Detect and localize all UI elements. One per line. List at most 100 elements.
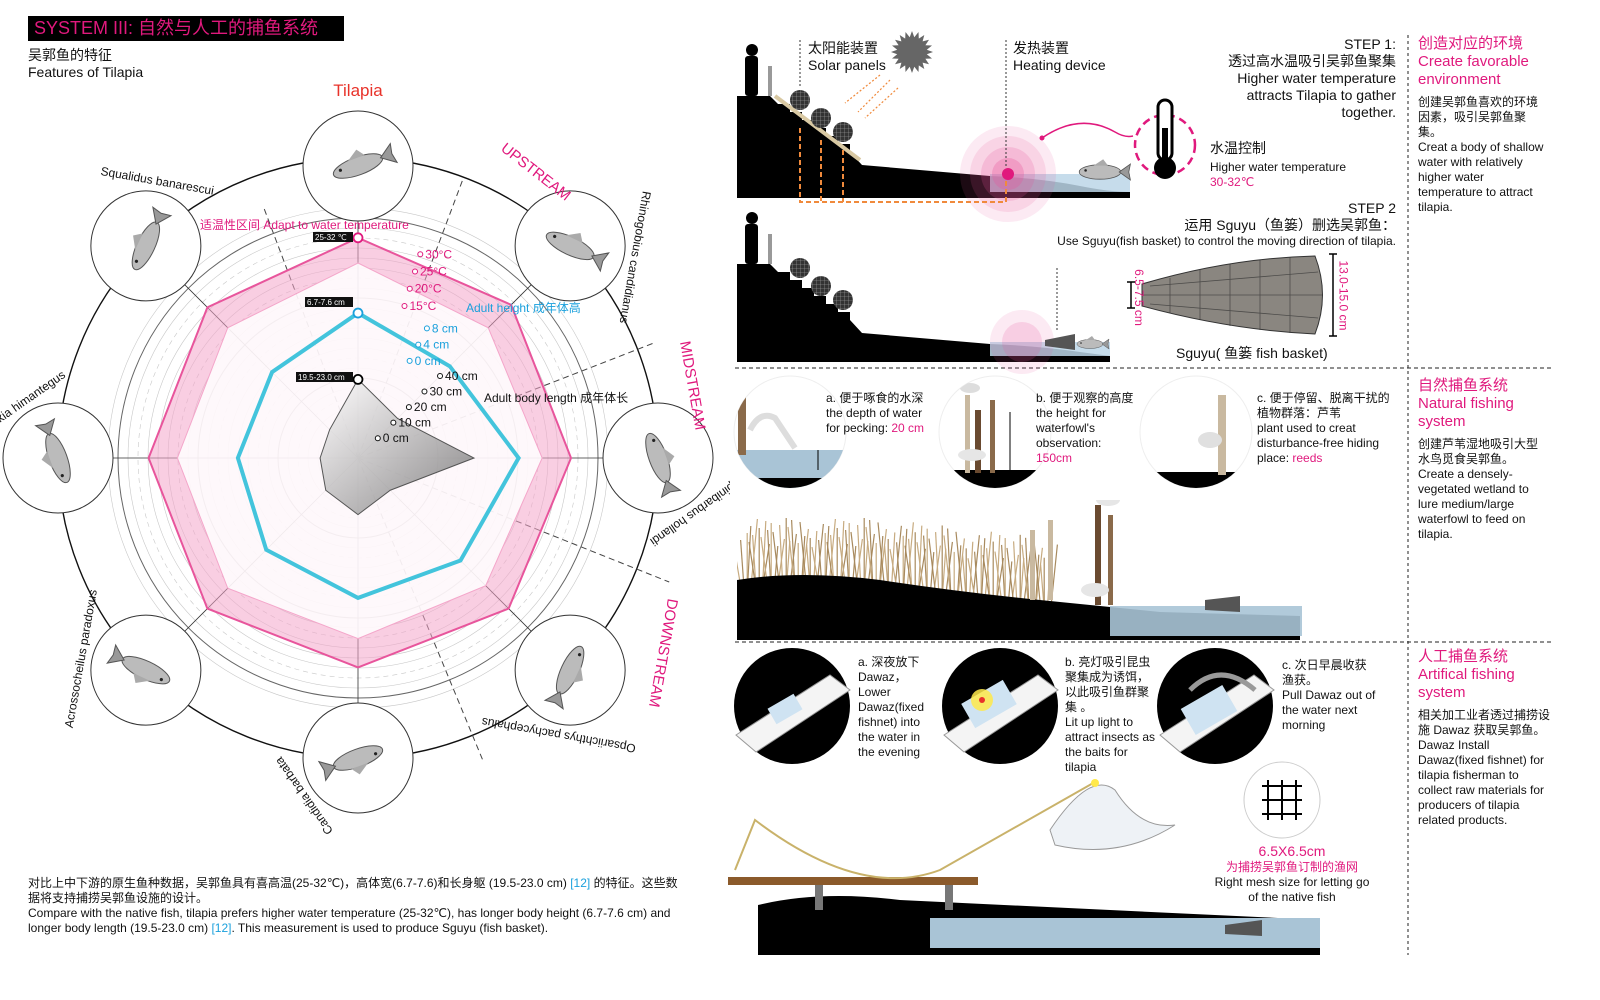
section-title-cn: 人工捕鱼系统 bbox=[1418, 648, 1509, 665]
length-axis-title: Adult body length 成年体长 bbox=[484, 391, 628, 405]
page-title: SYSTEM III: 自然与人工的捕鱼系统 bbox=[28, 16, 344, 41]
reed bbox=[879, 528, 887, 583]
temp-tick-marker bbox=[406, 285, 413, 292]
length-tick: 40 cm bbox=[445, 369, 478, 383]
solar-panel-icons bbox=[790, 90, 853, 142]
artificial-a-cn2: Dawaz， bbox=[858, 670, 907, 684]
temp-control-en: Higher water temperature bbox=[1210, 160, 1347, 174]
reed bbox=[908, 538, 913, 586]
step2-title: STEP 2 bbox=[1348, 200, 1396, 216]
natural-c-cn1: c. 便于停留、脱离干扰的 bbox=[1257, 391, 1390, 405]
natural-b-en1: the height for bbox=[1036, 406, 1107, 420]
dawaz-step-circles bbox=[734, 648, 1275, 764]
solar-label-en: Solar panels bbox=[808, 57, 886, 73]
temp-tick: 15°C bbox=[409, 299, 436, 313]
reed bbox=[865, 526, 873, 583]
artificial-a-en: Lower Dawaz(fixed fishnet) into the wate… bbox=[858, 685, 925, 759]
artificial-a-cn1: a. 深夜放下 bbox=[858, 655, 920, 669]
subtitle-cn: 吴郭鱼的特征 bbox=[28, 47, 112, 63]
step1-title: STEP 1: bbox=[1344, 36, 1396, 52]
summary-en-1: Compare with the native fish, tilapia pr… bbox=[28, 906, 671, 935]
summary-paragraph: 对比上中下游的原生鱼种数据，吴郭鱼具有喜高温(25-32℃)，高体宽(6.7-7… bbox=[28, 876, 678, 936]
natural-b-text: b. 便于观察的高度 the height for waterfowl's ob… bbox=[1036, 391, 1133, 466]
heat-waves-icon bbox=[960, 126, 1056, 222]
length-area bbox=[319, 378, 476, 516]
dawaz-step-b bbox=[942, 648, 1059, 764]
reed bbox=[962, 555, 967, 593]
reed bbox=[752, 534, 757, 583]
reed bbox=[838, 536, 846, 583]
reed bbox=[762, 520, 767, 583]
reed bbox=[750, 518, 758, 583]
heating-label: 发热装置 Heating device bbox=[1013, 40, 1106, 74]
egret-icon bbox=[1096, 500, 1120, 506]
reed bbox=[1025, 537, 1030, 600]
section-title-en: Artifical fishing system bbox=[1418, 666, 1515, 701]
tilapia-length-label: 19.5-23.0 cm bbox=[298, 373, 345, 382]
reed bbox=[972, 535, 980, 594]
tilapia-length-point bbox=[352, 373, 364, 385]
reed bbox=[918, 525, 923, 587]
section-body-en: Create a densely-vegetated wetland to lu… bbox=[1418, 467, 1529, 541]
rope bbox=[734, 781, 1096, 880]
reed bbox=[830, 534, 835, 583]
reed bbox=[984, 531, 992, 595]
reed bbox=[986, 548, 991, 596]
reed bbox=[845, 529, 850, 583]
egret-icon bbox=[1081, 583, 1109, 597]
section-title-cn: 创造对应的环境 bbox=[1418, 35, 1524, 52]
reed bbox=[1035, 547, 1043, 601]
reed bbox=[760, 536, 768, 583]
natural-c-en1: plant used to creat bbox=[1257, 421, 1356, 435]
basket-label: Sguyu( 鱼篓 fish basket) bbox=[1176, 345, 1328, 361]
heat-arrow bbox=[1041, 122, 1134, 139]
step2-scene bbox=[737, 212, 1337, 374]
reed bbox=[974, 551, 979, 594]
length-tick: 30 cm bbox=[429, 385, 462, 399]
reed bbox=[896, 542, 901, 585]
reed bbox=[826, 541, 834, 583]
reed bbox=[943, 535, 951, 591]
height-tick-marker bbox=[423, 325, 430, 332]
temp-control-cn: 水温控制 bbox=[1210, 140, 1266, 156]
reed bbox=[891, 532, 896, 584]
person-icon bbox=[745, 212, 758, 264]
mesh-caption: 6.5X6.5cm 为捕捞吴郭鱼订制的渔网 Right mesh size fo… bbox=[1212, 843, 1372, 905]
section-title-en: Create favorable environment bbox=[1418, 53, 1529, 88]
sunlight-rays bbox=[844, 74, 899, 119]
reed bbox=[923, 535, 928, 588]
step2-description: STEP 2 运用 Sguyu（鱼篓）删选吴郭鱼： Use Sguyu(fish… bbox=[1000, 200, 1396, 249]
reference-link-en[interactable]: [12] bbox=[211, 921, 232, 935]
temp-tick-marker bbox=[401, 302, 408, 309]
reed bbox=[779, 524, 784, 583]
reed bbox=[787, 526, 795, 583]
reed bbox=[996, 534, 1001, 597]
natural-b-value: 150cm bbox=[1036, 451, 1073, 465]
reed bbox=[828, 518, 836, 583]
natural-b-en3: observation: bbox=[1036, 436, 1102, 450]
reed bbox=[884, 545, 889, 583]
reeds bbox=[737, 518, 1058, 603]
natural-c-value: reeds bbox=[1292, 451, 1323, 465]
length-tick: 0 cm bbox=[383, 431, 409, 445]
dawaz-scene bbox=[728, 779, 1320, 955]
section-title-cn: 自然捕鱼系统 bbox=[1418, 377, 1509, 394]
solar-label-cn: 太阳能装置 bbox=[808, 40, 878, 56]
reed bbox=[903, 528, 908, 585]
reed bbox=[1013, 541, 1018, 599]
temperature-control: 水温控制 Higher water temperature 30-32℃ bbox=[1210, 140, 1346, 190]
basket-small-dimension: 6.5-7.5 cm bbox=[1131, 269, 1146, 326]
section-body-cn: 相关加工业者透过捕捞设施 Dawaz 获取吴郭鱼。 bbox=[1418, 708, 1551, 737]
summary-cn-1: 对比上中下游的原生鱼种数据，吴郭鱼具有喜高温(25-32℃)，高体宽(6.7-7… bbox=[28, 876, 571, 890]
subtitle-en: Features of Tilapia bbox=[28, 64, 144, 80]
solar-label: 太阳能装置 Solar panels bbox=[808, 40, 886, 74]
reed bbox=[813, 530, 818, 583]
section-body-en: Dawaz Install Dawaz(fixed fishnet) for t… bbox=[1418, 738, 1545, 827]
egret-icon bbox=[747, 412, 798, 450]
mesh-en: Right mesh size for letting go of the na… bbox=[1214, 875, 1370, 904]
temp-tick-marker bbox=[412, 268, 419, 275]
reference-link[interactable]: [12] bbox=[570, 876, 591, 890]
reed bbox=[967, 558, 975, 594]
height-tick: 0 cm bbox=[415, 354, 441, 368]
natural-c-cn2: 植物群落：芦苇 bbox=[1257, 406, 1342, 420]
